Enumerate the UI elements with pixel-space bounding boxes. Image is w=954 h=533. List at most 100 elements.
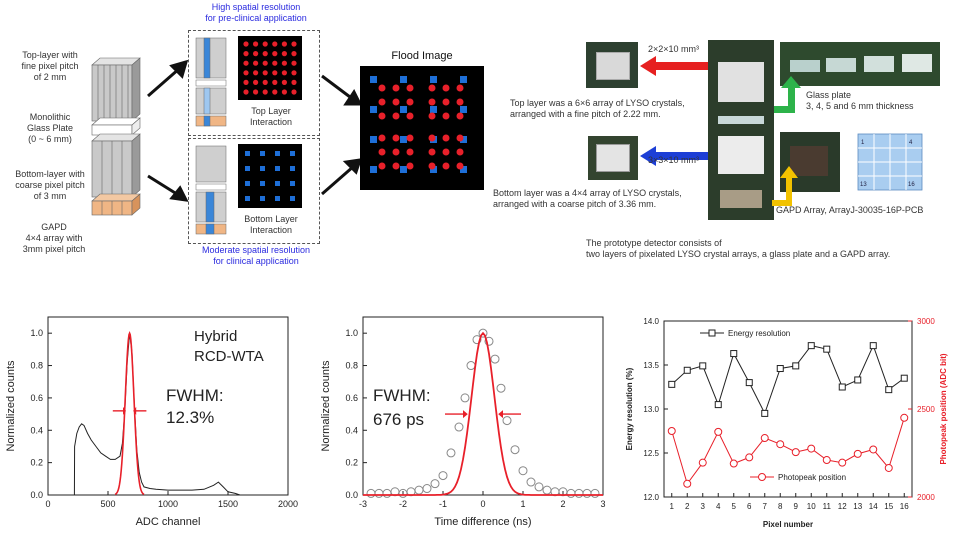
x-tick-label: 500 bbox=[100, 499, 115, 509]
data-point bbox=[414, 485, 424, 495]
x-tick-label: 0 bbox=[480, 499, 485, 509]
flood-dot bbox=[406, 162, 414, 170]
flood-dot bbox=[272, 89, 278, 95]
flood-square bbox=[290, 151, 295, 156]
x-tick-label: 7 bbox=[763, 502, 768, 511]
flood-dot bbox=[262, 89, 268, 95]
photopeak-marker bbox=[869, 445, 878, 454]
legend-label: Energy resolution bbox=[728, 329, 790, 338]
data-point bbox=[566, 488, 576, 498]
photopeak-line bbox=[671, 417, 905, 485]
flood-dot bbox=[392, 134, 400, 142]
flood-dot bbox=[262, 79, 268, 85]
flood-square bbox=[460, 166, 467, 173]
data-point bbox=[510, 445, 520, 455]
flood-square bbox=[260, 151, 265, 156]
energy-resolution-marker bbox=[730, 350, 738, 358]
x-tick-label: -3 bbox=[359, 499, 367, 509]
energy-resolution-marker bbox=[869, 342, 877, 350]
x-tick-label: 4 bbox=[716, 502, 721, 511]
data-point bbox=[438, 471, 448, 481]
flood-square bbox=[460, 106, 467, 113]
flood-dot bbox=[456, 148, 464, 156]
flood-square bbox=[460, 76, 467, 83]
high-res-label: High spatial resolution for pre-clinical… bbox=[205, 2, 307, 23]
glass-plate-photo bbox=[780, 42, 940, 86]
flood-dot bbox=[253, 89, 259, 95]
x-tick-label: 6 bbox=[747, 502, 752, 511]
flood-dot bbox=[378, 84, 386, 92]
legend-marker bbox=[708, 329, 716, 337]
bottom-layer-highlight-illustration bbox=[195, 145, 227, 235]
flood-dot bbox=[392, 148, 400, 156]
x-tick-label: 9 bbox=[794, 502, 799, 511]
crystal-stack-illustration bbox=[91, 57, 141, 216]
y2-tick-label: 2500 bbox=[917, 405, 935, 414]
data-point bbox=[382, 488, 392, 498]
flood-square bbox=[275, 181, 280, 186]
x-tick-label: 5 bbox=[732, 502, 737, 511]
flood-dot bbox=[428, 84, 436, 92]
flood-square bbox=[290, 166, 295, 171]
data-point bbox=[574, 488, 584, 498]
flood-dot bbox=[262, 60, 268, 66]
chart-annotation: 676 ps bbox=[373, 410, 424, 429]
fwhm-arrowhead bbox=[498, 410, 503, 419]
photopeak-marker bbox=[667, 427, 676, 435]
flood-square bbox=[370, 166, 377, 173]
x-tick-label: 0 bbox=[45, 499, 50, 509]
y-tick-label: 0.0 bbox=[345, 490, 358, 500]
data-point bbox=[542, 485, 552, 495]
energy-resolution-marker bbox=[885, 386, 893, 394]
y-tick-label: 1.0 bbox=[345, 328, 358, 338]
data-point bbox=[526, 477, 536, 487]
x-tick-label: 14 bbox=[869, 502, 878, 511]
gaussian-fit-line bbox=[114, 331, 145, 496]
y-axis-label: Energy resolution (%) bbox=[625, 367, 634, 450]
energy-resolution-marker bbox=[699, 362, 707, 370]
y2-tick-label: 2000 bbox=[917, 493, 935, 502]
flood-dot bbox=[428, 112, 436, 120]
data-point bbox=[502, 416, 512, 426]
chart-annotation: 12.3% bbox=[166, 408, 214, 427]
x-tick-label: 2000 bbox=[278, 499, 298, 509]
flood-square bbox=[400, 76, 407, 83]
flood-square bbox=[460, 136, 467, 143]
data-point bbox=[484, 336, 494, 346]
combined-flood-image bbox=[360, 66, 484, 190]
flood-dot bbox=[262, 41, 268, 47]
chart-annotation: FWHM: bbox=[373, 386, 431, 405]
x-tick-label: 10 bbox=[807, 502, 816, 511]
detector-stack-photo bbox=[708, 40, 774, 220]
x-tick-label: 16 bbox=[900, 502, 909, 511]
pixel-number-label: 1 bbox=[861, 140, 865, 146]
flood-dot bbox=[456, 84, 464, 92]
flood-dot bbox=[281, 70, 287, 76]
flood-dot bbox=[456, 162, 464, 170]
flood-dot bbox=[272, 41, 278, 47]
flood-dot bbox=[406, 148, 414, 156]
data-point bbox=[460, 393, 470, 403]
flood-dot bbox=[442, 148, 450, 156]
energy-resolution-marker bbox=[683, 366, 691, 374]
flood-dot bbox=[291, 60, 297, 66]
flood-square bbox=[370, 136, 377, 143]
flood-dot bbox=[442, 98, 450, 106]
x-axis-label: Time difference (ns) bbox=[434, 516, 531, 528]
x-tick-label: 11 bbox=[823, 502, 832, 511]
flood-dot bbox=[378, 98, 386, 106]
arrow-icon bbox=[772, 166, 798, 206]
energy-resolution-marker bbox=[900, 374, 908, 382]
top-interaction-box bbox=[188, 30, 320, 136]
x-tick-label: 1500 bbox=[218, 499, 238, 509]
data-point bbox=[534, 482, 544, 492]
gaussian-fit-line bbox=[363, 331, 603, 496]
data-point bbox=[374, 488, 384, 498]
y-tick-label: 12.0 bbox=[643, 493, 659, 502]
photopeak-marker bbox=[683, 479, 692, 488]
flood-square bbox=[400, 106, 407, 113]
x-tick-label: 13 bbox=[853, 502, 862, 511]
plot-frame bbox=[362, 316, 604, 496]
data-point bbox=[490, 354, 500, 364]
